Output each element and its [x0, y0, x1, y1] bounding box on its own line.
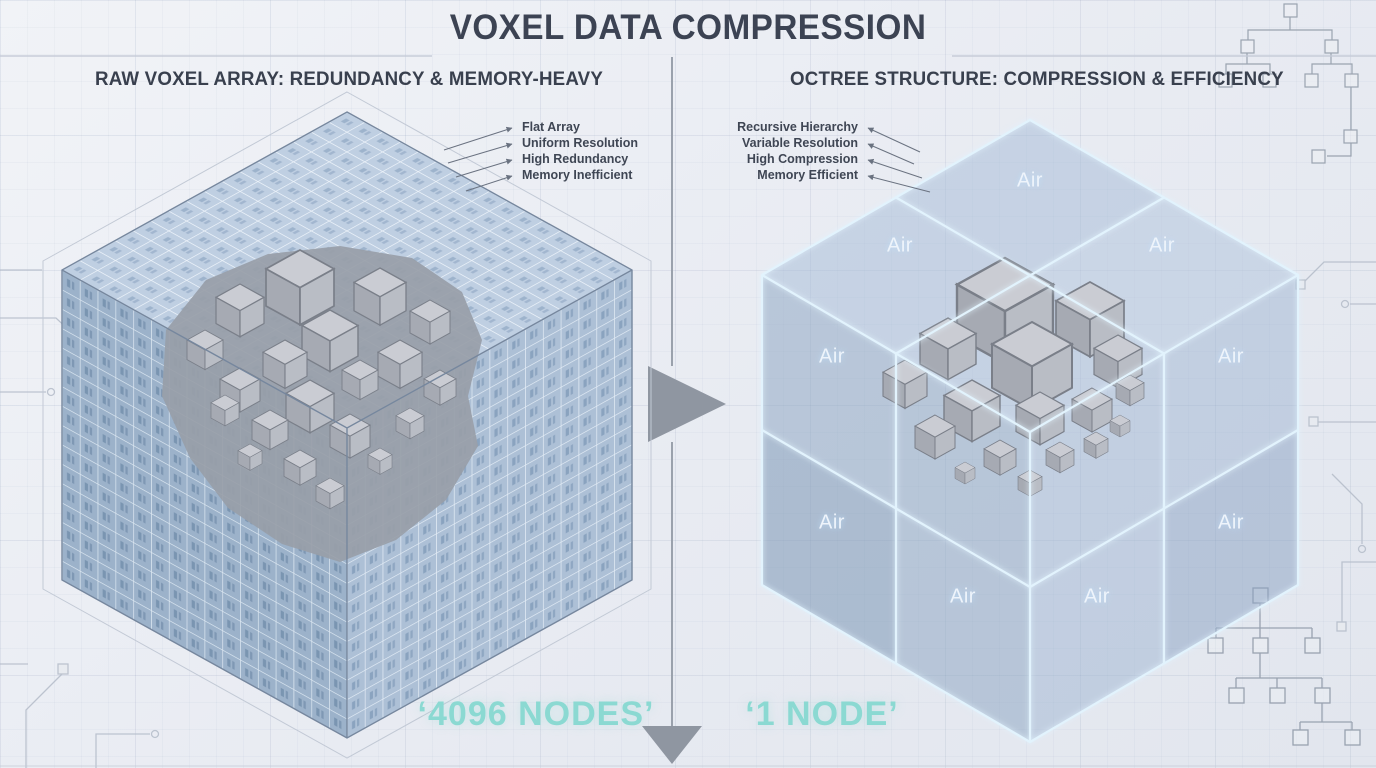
header-rules	[0, 55, 1376, 767]
octree-glowing-edges	[760, 118, 1300, 744]
left-panel-heading: RAW VOXEL ARRAY: REDUNDANCY & MEMORY-HEA…	[95, 68, 604, 90]
raw-voxel-cube	[42, 91, 652, 759]
octree-node-count-caption: ‘1 NODE’	[745, 695, 899, 733]
octree-tree-diagram-bottom	[1207, 587, 1361, 746]
annotation-memory-efficient: Memory Efficient	[757, 168, 858, 182]
annotation-high-compression: High Compression	[746, 152, 858, 166]
air-label-lower-right: Air	[1218, 511, 1244, 534]
annotation-recursive-hierarchy: Recursive Hierarchy	[737, 120, 858, 134]
air-label-bottom-left: Air	[950, 585, 976, 608]
raw-node-count-caption: ‘4096 NODES’	[417, 695, 655, 733]
air-label-bottom-right: Air	[1084, 585, 1110, 608]
annotation-memory-inefficient: Memory Inefficient	[522, 168, 633, 182]
annotation-variable-resolution: Variable Resolution	[741, 136, 858, 150]
octree-cube	[760, 118, 1300, 744]
air-label-mid-left: Air	[819, 345, 845, 368]
right-arrow-icon	[648, 366, 726, 442]
air-label-lower-left: Air	[819, 511, 845, 534]
annotation-uniform-resolution: Uniform Resolution	[522, 136, 638, 150]
annotation-flat-array: Flat Array	[522, 120, 580, 134]
voxel-cube-left-face	[62, 270, 347, 738]
circuit-decoration	[0, 261, 1376, 768]
page-title: VOXEL DATA COMPRESSION	[449, 8, 927, 47]
right-panel-heading: OCTREE STRUCTURE: COMPRESSION & EFFICIEN…	[790, 68, 1284, 90]
air-label-top-left: Air	[887, 234, 913, 257]
air-label-top-center: Air	[1017, 169, 1043, 192]
rock-cluster-raw	[162, 246, 482, 562]
air-label-mid-right: Air	[1218, 345, 1244, 368]
left-annotation-list: Flat Array Uniform Resolution High Redun…	[522, 119, 638, 183]
voxel-cube-right-face	[347, 270, 632, 738]
octree-tree-diagram-top	[1218, 3, 1359, 164]
annotation-high-redundancy: High Redundancy	[522, 152, 629, 166]
down-arrow-icon	[642, 726, 702, 764]
voxel-cube-edges	[61, 111, 633, 739]
air-label-top-right: Air	[1149, 234, 1175, 257]
panel-divider	[642, 57, 726, 764]
leader-lines-left	[443, 126, 513, 192]
blueprint-guide-outline	[42, 91, 652, 759]
leader-lines-right	[867, 127, 931, 193]
right-annotation-list: Recursive Hierarchy Variable Resolution …	[598, 119, 858, 183]
